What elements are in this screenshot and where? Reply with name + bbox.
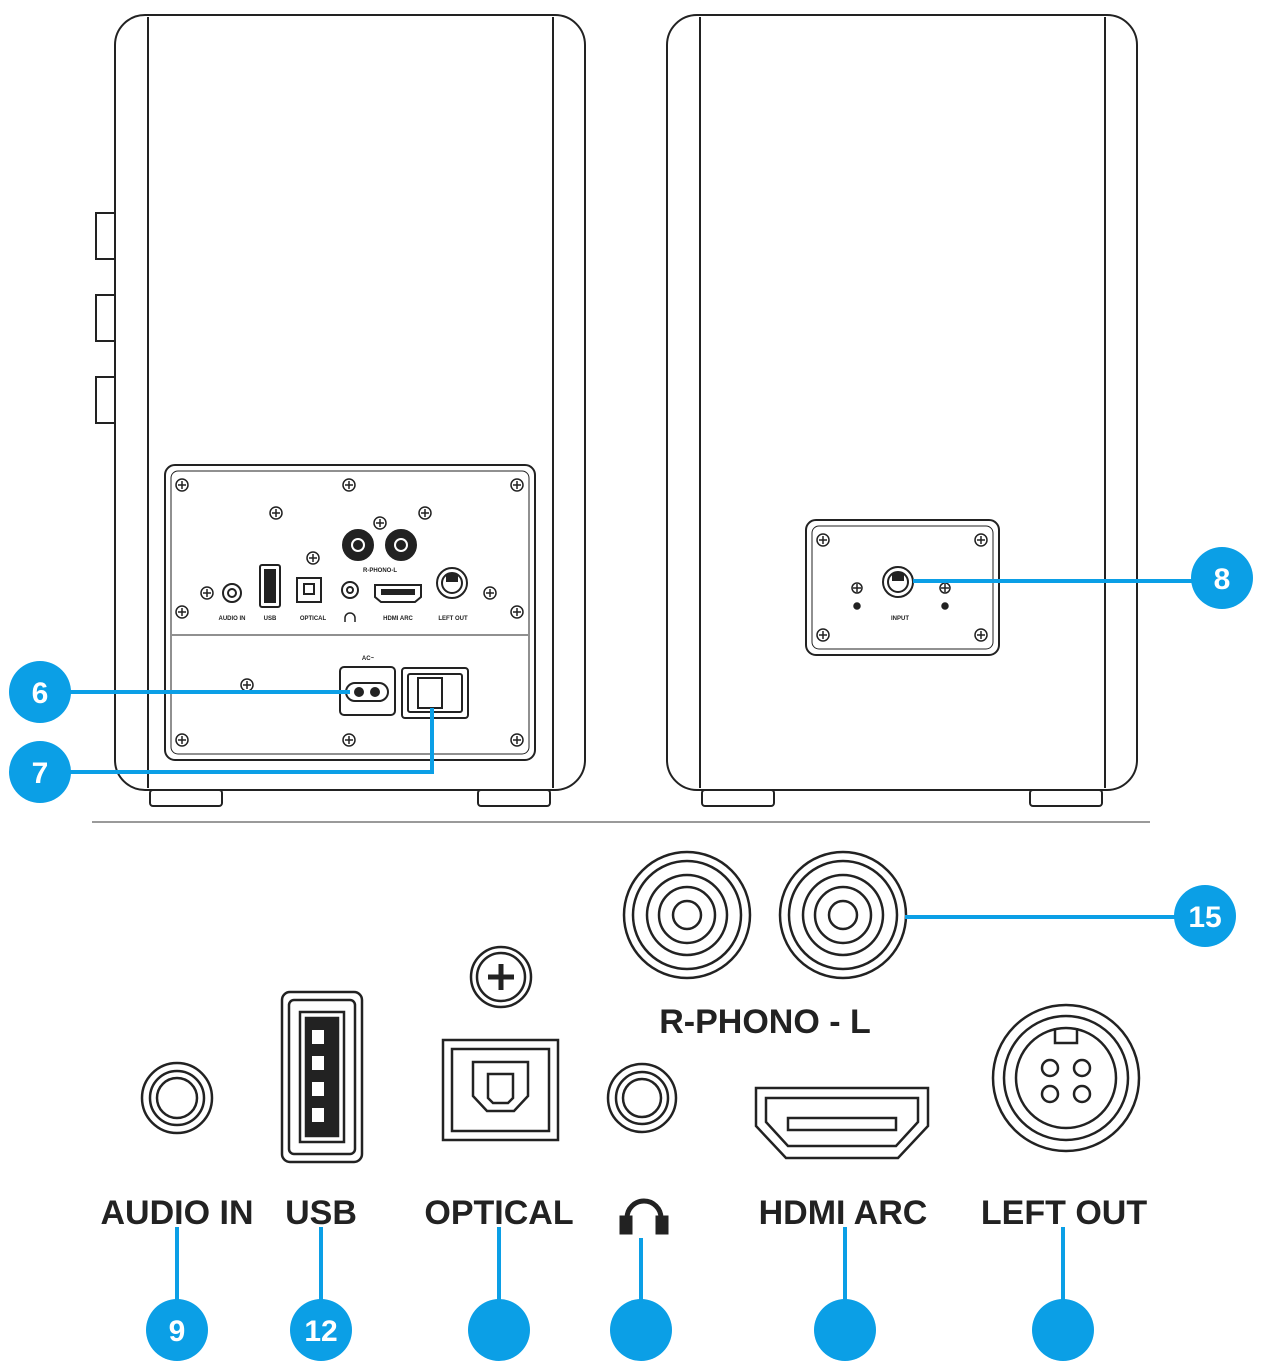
screw-icon: [974, 533, 988, 547]
tiny-label-ac: AC~: [362, 656, 375, 662]
callout-9: 9: [146, 1299, 208, 1361]
audio-in-jack: [140, 1061, 214, 1135]
right-speaker: [666, 14, 1138, 807]
screw-icon: [510, 605, 524, 619]
screw-icon: [483, 586, 497, 600]
screw-icon: [373, 516, 387, 530]
small-phono-jacks: [342, 529, 417, 561]
phono-jack-left: [778, 850, 908, 980]
callout-8: 8: [1191, 547, 1253, 609]
callout-headphone: [610, 1299, 672, 1361]
optical-port: [441, 1038, 560, 1142]
headphone-icon: [619, 1198, 669, 1235]
callout-7-number: 7: [32, 757, 49, 790]
screw-icon: [974, 628, 988, 642]
tiny-label-audio-in: AUDIO IN: [219, 616, 246, 622]
callout-optical: [468, 1299, 530, 1361]
phono-jack-right: [622, 850, 752, 980]
hdmi-port: [754, 1086, 930, 1160]
small-optical-port: [296, 577, 322, 603]
tiny-label-phono: R-PHONO-L: [363, 568, 397, 574]
callout-6-number: 6: [32, 677, 49, 710]
screw-icon: [200, 586, 214, 600]
headphone-icon: [344, 612, 356, 622]
small-audio-in-jack: [222, 583, 242, 603]
screw-icon: [469, 945, 533, 1009]
power-switch: [401, 667, 469, 719]
screw-icon: [342, 478, 356, 492]
label-phono: R-PHONO - L: [659, 1003, 871, 1041]
screw-icon: [306, 551, 320, 565]
screw-icon: [175, 733, 189, 747]
callout-line-7: [70, 708, 434, 774]
tiny-label-hdmi-arc: HDMI ARC: [383, 616, 413, 622]
screw-icon: [939, 582, 951, 594]
screw-icon: [510, 478, 524, 492]
tiny-label-usb: USB: [264, 616, 277, 622]
callout-9-number: 9: [169, 1315, 186, 1348]
callout-12: 12: [290, 1299, 352, 1361]
screw-icon: [816, 628, 830, 642]
tiny-label-optical: OPTICAL: [300, 616, 327, 622]
left-panel-screws: [175, 478, 524, 747]
callout-7: 7: [9, 741, 71, 803]
small-usb-port: [259, 564, 281, 608]
screw-icon: [342, 733, 356, 747]
screw-icon: [269, 506, 283, 520]
callout-12-number: 12: [304, 1315, 337, 1348]
left-panel-connectors: [222, 529, 469, 719]
screw-icon: [418, 506, 432, 520]
callout-15-number: 15: [1188, 901, 1221, 934]
callout-8-number: 8: [1214, 563, 1231, 596]
small-headphone-jack: [341, 581, 359, 599]
label-optical: OPTICAL: [424, 1194, 573, 1232]
left-rear-panel: [164, 464, 536, 761]
screw-icon: [175, 605, 189, 619]
tiny-label-input: INPUT: [891, 616, 909, 622]
callout-6: 6: [9, 661, 71, 723]
screw-icon: [851, 582, 863, 594]
screw-icon: [816, 533, 830, 547]
tiny-label-left-out: LEFT OUT: [438, 616, 468, 622]
left-out-port: [991, 1003, 1141, 1153]
closeup-connectors: [140, 850, 1141, 1164]
label-usb: USB: [285, 1194, 357, 1232]
label-hdmi-arc: HDMI ARC: [759, 1194, 928, 1232]
closeup-labels: AUDIO IN USB OPTICAL HDMI ARC LEFT OUT R…: [101, 1003, 1148, 1232]
small-left-out-port: [436, 567, 468, 599]
headphone-jack: [606, 1062, 678, 1134]
left-panel-tiny-labels: AUDIO IN USB OPTICAL HDMI ARC LEFT OUT R…: [219, 568, 468, 662]
usb-port: [280, 990, 364, 1164]
callout-bubbles: 6 7 8 15 9 12: [9, 547, 1253, 1361]
callout-15: 15: [1174, 885, 1236, 947]
small-hdmi-port: [374, 584, 422, 603]
screw-icon: [510, 733, 524, 747]
callout-lines: [70, 579, 1195, 1300]
label-audio-in: AUDIO IN: [101, 1194, 254, 1232]
label-left-out: LEFT OUT: [981, 1194, 1147, 1232]
screw-icon: [175, 478, 189, 492]
callout-hdmi: [814, 1299, 876, 1361]
callout-left-out: [1032, 1299, 1094, 1361]
